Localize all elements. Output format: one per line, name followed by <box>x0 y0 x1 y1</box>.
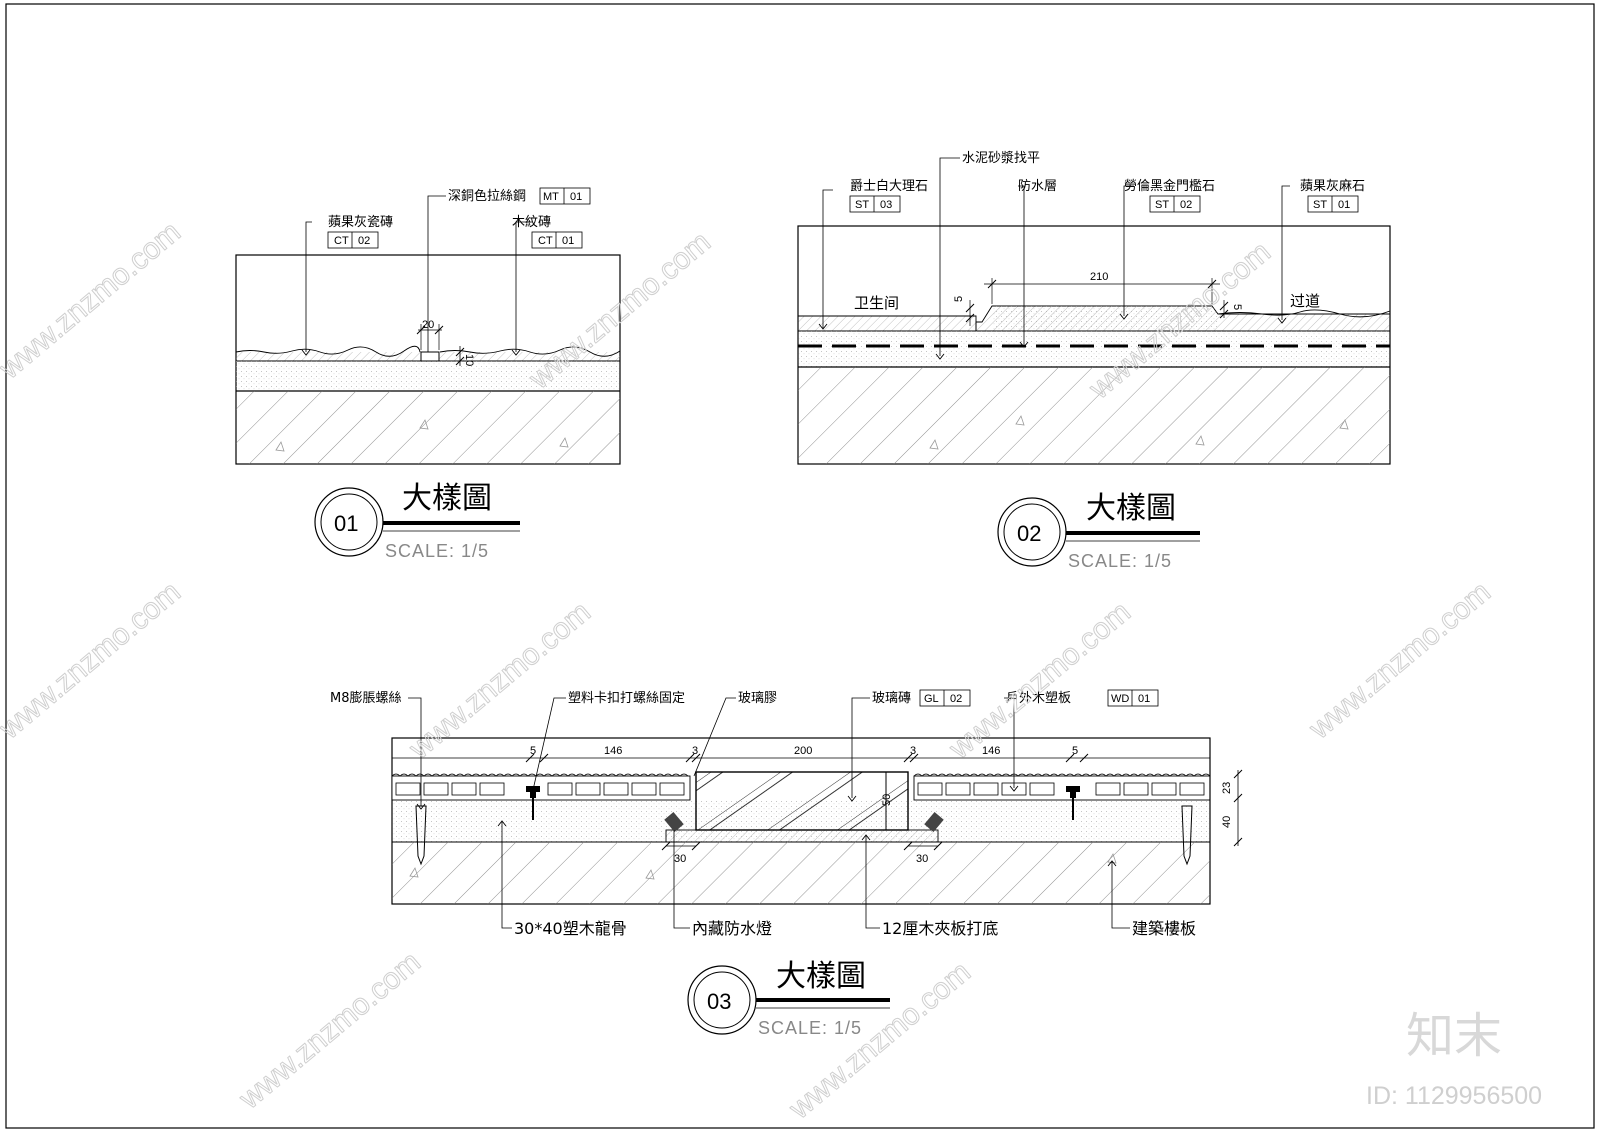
detail-02-number: 02 <box>1017 521 1041 546</box>
detail-03-number: 03 <box>707 989 731 1014</box>
detail-01-scale: SCALE: 1/5 <box>385 541 489 561</box>
dim-right-lower: 40 <box>1221 816 1233 828</box>
deck-right <box>913 775 1211 801</box>
tag-gl02-a: GL <box>924 693 939 705</box>
watermark-7: www.znzmo.com <box>1303 575 1497 746</box>
label-plywood-base: 12厘木夾板打底 <box>882 919 998 938</box>
anchor-left <box>415 805 427 866</box>
label-cement-mortar: 水泥砂漿找平 <box>962 151 1040 166</box>
detail-01-title: 大樣圖 <box>402 481 492 516</box>
screed-layer <box>798 331 1390 367</box>
label-glass-brick: 玻璃磚 <box>872 691 911 706</box>
plywood <box>665 829 939 843</box>
dim-top-6: 5 <box>1072 745 1078 757</box>
watermark-8: www.znzmo.com <box>233 945 427 1116</box>
mortar-layer <box>236 361 620 391</box>
dim-top-1: 146 <box>604 745 622 757</box>
detail-02-scale: SCALE: 1/5 <box>1068 551 1172 571</box>
dim-top-4: 3 <box>910 745 916 757</box>
dim-top-0: 5 <box>530 745 536 757</box>
anchor-right <box>1181 805 1193 866</box>
clip-right <box>1066 786 1080 798</box>
tag-st01-b: 01 <box>1338 199 1350 211</box>
light-right <box>924 812 944 832</box>
label-apple-grey-tile: 蘋果灰瓷磚 <box>328 215 393 230</box>
detail-02: 卫生间 过道 210 5 5 爵士白大理石 ST 03 水泥砂漿找平 防水層 <box>797 151 1391 571</box>
glass-brick <box>695 771 909 831</box>
dim-right-upper: 23 <box>1221 782 1233 794</box>
tag-mt01-b: 01 <box>570 191 582 203</box>
deck-left <box>391 775 691 801</box>
dim-threshold-width: 210 <box>1090 271 1108 283</box>
label-floor-slab: 建築樓板 <box>1132 919 1196 938</box>
label-hidden-light: 內藏防水燈 <box>692 919 772 938</box>
sheet-border <box>5 3 1595 1129</box>
tag-st03-a: ST <box>855 199 869 211</box>
brand-logo: 知末 <box>1406 1008 1502 1064</box>
tag-ct02-a: CT <box>334 235 349 247</box>
label-waterproof: 防水層 <box>1018 178 1057 194</box>
detail-02-title: 大樣圖 <box>1086 491 1176 526</box>
detail-03: 5 146 3 200 3 146 5 30 30 50 23 40 M8膨脹螺… <box>330 689 1243 1038</box>
watermark-1: www.znzmo.com <box>0 215 187 386</box>
room-corridor: 过道 <box>1290 292 1320 310</box>
dim-height: 10 <box>463 354 475 366</box>
tag-ct01-b: 01 <box>562 235 574 247</box>
label-glass-glue: 玻璃膠 <box>738 691 777 706</box>
slab-layer-02 <box>798 367 1390 464</box>
tag-st02-a: ST <box>1155 199 1169 211</box>
tag-st02-b: 02 <box>1180 199 1192 211</box>
tag-st01-a: ST <box>1313 199 1327 211</box>
tag-st03-b: 03 <box>880 199 892 211</box>
tag-ct02-b: 02 <box>358 235 370 247</box>
dim-left-step: 5 <box>953 296 965 302</box>
detail-03-title: 大樣圖 <box>776 959 866 994</box>
label-apple-grey-granite: 蘋果灰麻石 <box>1300 179 1365 194</box>
slab-layer <box>236 391 620 464</box>
floor-slab <box>392 842 1210 904</box>
dim-bottom-right: 30 <box>916 853 928 865</box>
label-outdoor-wpc: 戶外木塑板 <box>1006 691 1071 706</box>
detail-01: 20 10 蘋果灰瓷磚 CT 02 深銅色拉絲鋼 MT 01 木紋磚 CT 01… <box>235 187 621 561</box>
dim-top-3: 200 <box>794 745 812 757</box>
tag-gl02-b: 02 <box>950 693 962 705</box>
watermark-5: www.znzmo.com <box>403 595 597 766</box>
clip-left <box>526 786 540 798</box>
room-bathroom: 卫生间 <box>854 294 899 312</box>
watermark-4: www.znzmo.com <box>0 575 187 746</box>
dim-top-5: 146 <box>982 745 1000 757</box>
tag-mt01-a: MT <box>543 191 559 203</box>
metal-strip <box>420 351 440 362</box>
label-wood-tile: 木紋磚 <box>512 215 551 230</box>
detail-01-number: 01 <box>334 511 358 536</box>
dim-glass-height: 50 <box>881 794 893 806</box>
dim-bottom-left: 30 <box>674 853 686 865</box>
dim-right-step: 5 <box>1231 304 1243 310</box>
detail-03-scale: SCALE: 1/5 <box>758 1018 862 1038</box>
label-m8-anchor: M8膨脹螺絲 <box>330 691 402 706</box>
label-plastic-clip: 塑料卡扣打螺絲固定 <box>568 691 685 706</box>
label-jazz-white-marble: 爵士白大理石 <box>850 178 928 194</box>
label-bronze-steel: 深銅色拉絲鋼 <box>448 188 526 204</box>
label-black-gold-threshold: 勞倫黑金門檻石 <box>1124 178 1215 194</box>
drawing-id: ID: 1129956500 <box>1366 1082 1542 1110</box>
watermark-6: www.znzmo.com <box>943 595 1137 766</box>
dim-top-2: 3 <box>692 745 698 757</box>
tag-ct01-a: CT <box>538 235 553 247</box>
light-left <box>664 812 684 832</box>
tag-wd01-a: WD <box>1111 693 1129 705</box>
tag-wd01-b: 01 <box>1138 693 1150 705</box>
label-wpc-joist: 30*40塑木龍骨 <box>514 919 627 938</box>
